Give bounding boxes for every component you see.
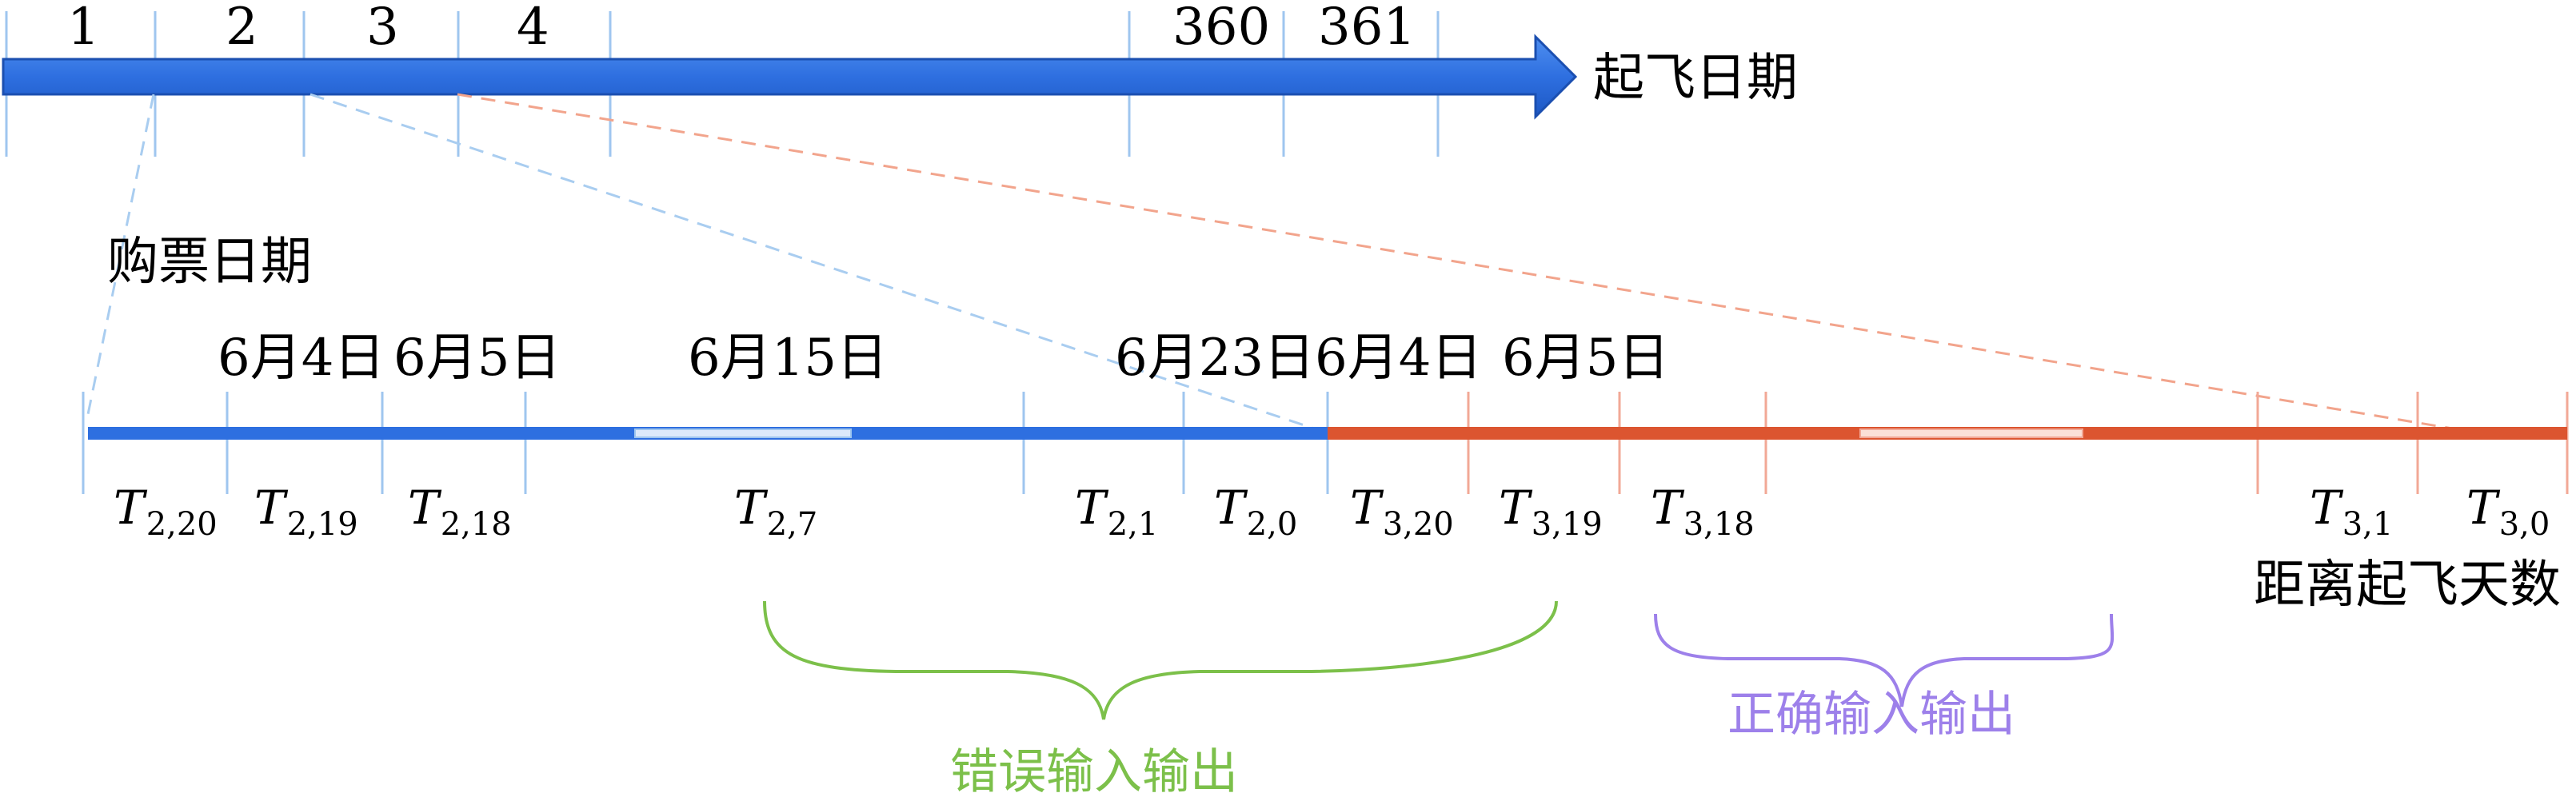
blue-bar-ticks [82, 392, 1329, 494]
t-label: T3,0 [2466, 480, 2550, 543]
t-label: T2,19 [254, 480, 358, 543]
top-tick-label: 2 [226, 0, 258, 57]
wrong-io-caption: 错误输入输出 [950, 744, 1238, 800]
date-label: 6月5日 [393, 329, 561, 388]
t-label: T2,0 [1214, 480, 1298, 543]
red-bar-ticks [1467, 392, 2569, 494]
t-label: T2,7 [734, 480, 818, 543]
top-tick-label: 4 [517, 0, 549, 57]
top-tick-label: 1 [67, 0, 100, 57]
projection-lines [85, 93, 2472, 433]
flight-date-arrow [2, 34, 1578, 120]
date-label: 6月4日 [1315, 329, 1483, 388]
blue-bar-highlight [634, 428, 852, 438]
wrong-io-brace [763, 600, 1558, 720]
top-tick-label: 360 [1172, 0, 1271, 57]
date-label: 6月5日 [1502, 329, 1670, 388]
t-label: T2,1 [1075, 480, 1159, 543]
flight-date-label: 起飞日期 [1593, 49, 1798, 108]
correct-io-caption: 正确输入输出 [1727, 687, 2015, 743]
t-label: T3,19 [1499, 480, 1603, 543]
correct-io-brace [1654, 613, 2115, 707]
top-tick-label: 3 [366, 0, 399, 57]
t-label: T3,1 [2310, 480, 2394, 543]
t-label: T3,20 [1350, 480, 1454, 543]
t-label: T2,18 [408, 480, 512, 543]
projection-line-blue [310, 93, 1324, 433]
days-to-departure-label: 距离起飞天数 [2254, 556, 2561, 615]
projection-line-red [457, 93, 2472, 433]
t-label: T2,20 [114, 480, 218, 543]
top-tick-label: 361 [1318, 0, 1416, 57]
purchase-date-label: 购票日期 [107, 233, 312, 292]
date-label: 6月15日 [688, 329, 889, 388]
date-label: 6月23日 [1115, 329, 1316, 388]
date-label: 6月4日 [218, 329, 385, 388]
t-label: T3,18 [1651, 480, 1755, 543]
projection-line-blue [85, 94, 155, 423]
red-bar-highlight [1859, 428, 2083, 438]
